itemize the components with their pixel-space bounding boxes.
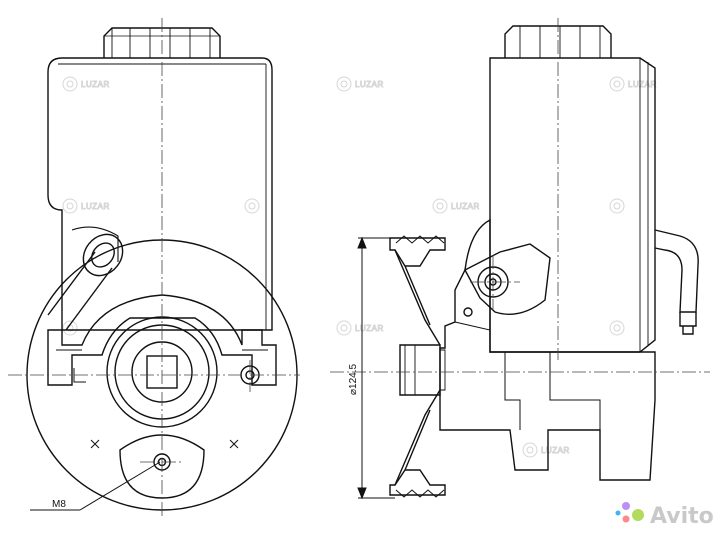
watermark-layer: LUZAR LUZAR LUZAR LUZAR LUZAR LUZA	[62, 76, 657, 458]
watermark-text: LUZAR	[451, 202, 480, 211]
diameter-label: ⌀124.5	[348, 364, 359, 395]
watermark-low-right	[609, 320, 625, 336]
watermark-top-left: LUZAR	[62, 76, 110, 92]
watermark-text: LUZAR	[541, 446, 570, 455]
side-reservoir-body	[489, 57, 656, 353]
inlet-hose	[47, 226, 124, 331]
avito-logo: Avito	[615, 502, 714, 529]
logo-dot-purple	[622, 502, 630, 510]
front-view-centerlines	[8, 18, 300, 518]
watermark-text: LUZAR	[355, 80, 384, 89]
m8-callout: M8	[30, 461, 161, 511]
watermark-text: LUZAR	[355, 324, 384, 333]
bottom-lug	[119, 434, 205, 499]
logo-dot-green	[632, 509, 644, 521]
diameter-dimension	[357, 236, 395, 500]
side-pump-body	[439, 218, 656, 481]
reservoir-body	[47, 57, 273, 331]
watermark-mid-right	[609, 198, 625, 214]
watermark-mid-center: LUZAR	[432, 198, 480, 214]
brand-name: Avito	[650, 504, 714, 529]
outlet-fitting	[654, 229, 699, 335]
side-view-centerlines	[330, 18, 710, 373]
pulley	[389, 235, 446, 498]
side-view	[389, 25, 699, 498]
watermark-low-center: LUZAR	[336, 320, 384, 336]
logo-dot-blue	[615, 510, 621, 516]
watermark-text: LUZAR	[81, 80, 110, 89]
watermark-top-right: LUZAR	[609, 76, 657, 92]
watermark-mid-center-left	[244, 198, 260, 214]
pump-housing	[47, 294, 277, 386]
thread-label: M8	[52, 499, 66, 510]
watermark-text: LUZAR	[81, 202, 110, 211]
watermark-low-left	[62, 320, 78, 336]
watermark-top-center: LUZAR	[336, 76, 384, 92]
watermark-text: LUZAR	[628, 80, 657, 89]
logo-dot-red	[622, 515, 630, 523]
watermark-mid-left: LUZAR	[62, 198, 110, 214]
reference-marks	[90, 439, 239, 449]
watermark-bottom-right: LUZAR	[522, 442, 570, 458]
